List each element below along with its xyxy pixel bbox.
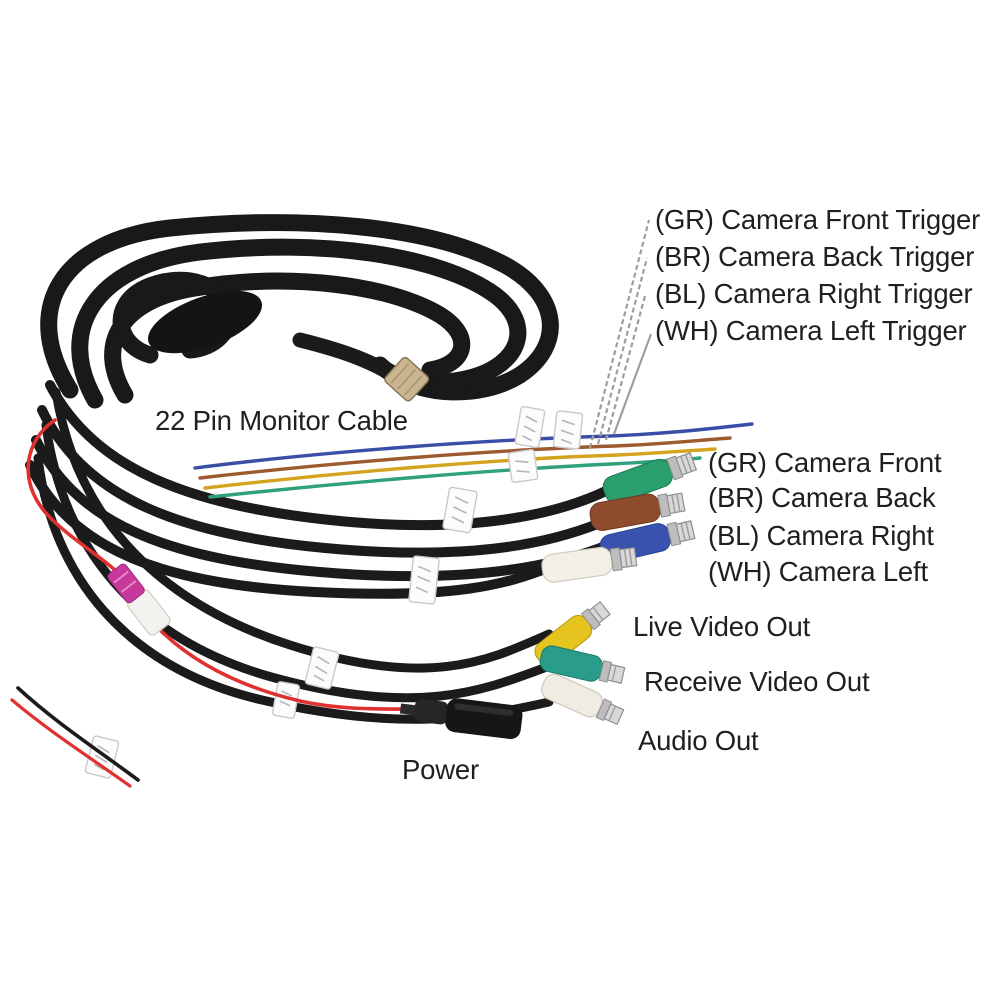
camera-label-left: (WH) Camera Left: [708, 556, 928, 587]
trigger-label-right: (BL) Camera Right Trigger: [655, 278, 973, 309]
output-rca-connectors: [534, 600, 626, 726]
22-pin-connector-tip: [384, 356, 430, 402]
brown-wire: [198, 436, 732, 480]
audio-out-label: Audio Out: [638, 725, 759, 756]
trigger-label-front: (GR) Camera Front Trigger: [655, 204, 980, 235]
live-video-out-label: Live Video Out: [633, 611, 811, 642]
bottom-red-wire: [10, 698, 132, 788]
cable-junction-sleeve: [147, 290, 263, 354]
camera-rca-connectors: [541, 452, 698, 583]
cable-tags: [84, 405, 584, 779]
camera-label-back: (BR) Camera Back: [708, 482, 936, 513]
power-red-wire: [26, 418, 118, 573]
camera-left-rca: [541, 546, 638, 583]
fuse-holder: [107, 563, 171, 636]
power-branch: [10, 418, 523, 788]
power-label: Power: [402, 754, 479, 785]
main-cable-label: 22 Pin Monitor Cable: [155, 405, 408, 436]
trigger-label-back: (BR) Camera Back Trigger: [655, 241, 974, 272]
labels: 22 Pin Monitor Cable (GR) Camera Front T…: [155, 204, 980, 785]
receive-video-out-label: Receive Video Out: [644, 666, 870, 697]
camera-label-front: (GR) Camera Front: [708, 447, 942, 478]
camera-label-right: (BL) Camera Right: [708, 520, 934, 551]
camera-back-rca: [589, 492, 686, 531]
power-red-wire-2: [156, 626, 416, 711]
power-connector: [399, 698, 523, 740]
blue-wire: [193, 422, 754, 470]
trigger-label-left: (WH) Camera Left Trigger: [655, 315, 967, 346]
receive-video-rca: [539, 645, 626, 684]
coiled-monitor-cable: [40, 214, 559, 409]
audio-rca: [540, 673, 625, 726]
trigger-leader-lines: [588, 219, 653, 449]
camera-front-rca: [602, 452, 698, 504]
